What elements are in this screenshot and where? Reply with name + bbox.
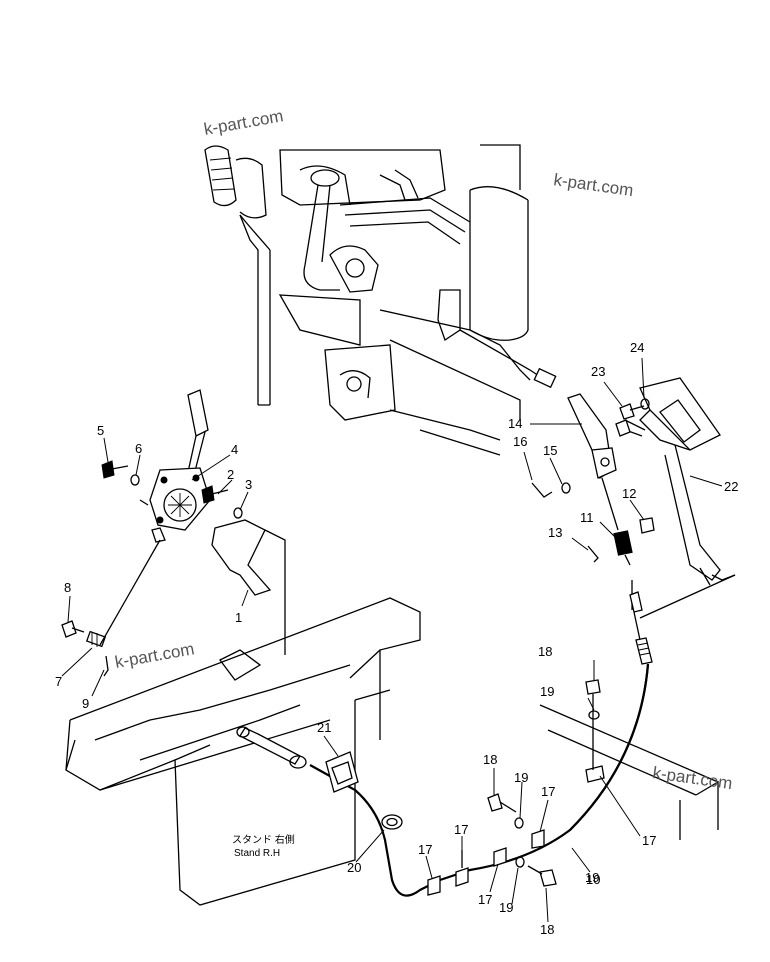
callout-label: 17 xyxy=(541,784,555,799)
callout-label: 1 xyxy=(235,610,242,625)
watermarks: k-part.com k-part.com k-part.com k-part.… xyxy=(113,106,733,793)
watermark: k-part.com xyxy=(113,639,195,672)
callout-label: 19 xyxy=(499,900,513,915)
callout-label: 17 xyxy=(454,822,468,837)
control-cable xyxy=(236,591,653,897)
callout-label: 20 xyxy=(347,860,361,875)
callout-label: 6 xyxy=(135,441,142,456)
callout-label: 22 xyxy=(724,479,738,494)
callout-label: 18 xyxy=(540,922,554,937)
callout-label: 24 xyxy=(630,340,644,355)
callout-label: 8 xyxy=(64,580,71,595)
callout-label: 19 xyxy=(514,770,528,785)
pedal-assembly xyxy=(531,377,736,619)
callout-label: 12 xyxy=(622,486,636,501)
callout-label: 19 xyxy=(585,870,599,885)
callout-label: 17 xyxy=(642,833,656,848)
callout-label: 14 xyxy=(508,416,522,431)
callout-label: 11 xyxy=(580,510,594,525)
callout-label: 18 xyxy=(483,752,497,767)
callout-leaders xyxy=(61,357,723,923)
callout-numbers: 1 2 3 4 5 6 7 8 9 10 11 12 13 14 15 16 1… xyxy=(55,340,738,937)
callout-label: 13 xyxy=(548,525,562,540)
callout-label: 18 xyxy=(538,644,552,659)
callout-label: 17 xyxy=(418,842,432,857)
watermark: k-part.com xyxy=(552,170,634,200)
callout-label: 15 xyxy=(543,443,557,458)
callout-label: 17 xyxy=(478,892,492,907)
stand-label-en: Stand R.H xyxy=(234,848,280,859)
right-frame-member xyxy=(539,704,719,840)
callout-label: 2 xyxy=(227,467,234,482)
callout-label: 5 xyxy=(97,423,104,438)
watermark: k-part.com xyxy=(202,106,284,139)
callout-label: 23 xyxy=(591,364,605,379)
callout-label: 7 xyxy=(55,674,62,689)
callout-label: 10 xyxy=(586,872,600,887)
callout-label: 9 xyxy=(82,696,89,711)
callout-label: 4 xyxy=(231,442,238,457)
watermark: k-part.com xyxy=(651,763,733,793)
stand-frame xyxy=(65,597,421,906)
engine-assembly xyxy=(204,144,557,456)
callout-label: 16 xyxy=(513,434,527,449)
callout-label: 3 xyxy=(245,477,252,492)
stand-label-jp: スタンド 右側 xyxy=(232,833,295,846)
callout-label: 19 xyxy=(540,684,554,699)
control-lever-assembly xyxy=(61,389,286,677)
callout-label: 21 xyxy=(317,720,331,735)
